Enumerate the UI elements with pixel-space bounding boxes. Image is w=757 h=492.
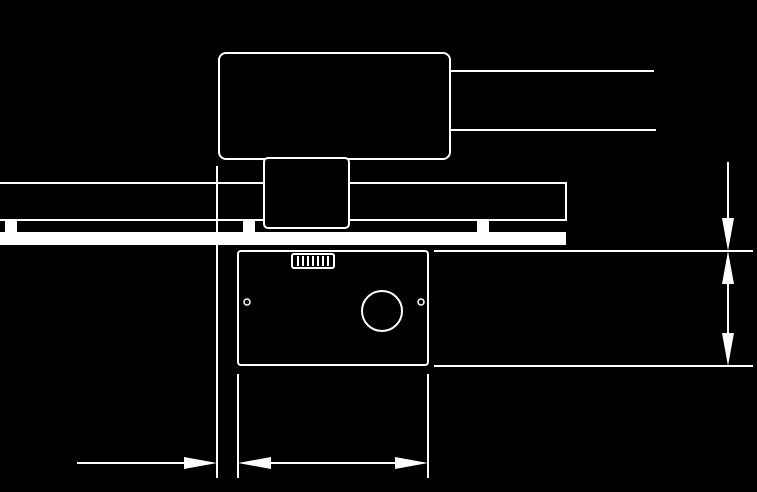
motor-housing: [218, 52, 451, 160]
dimension-arrow-right: [184, 457, 217, 469]
mounting-hole: [417, 298, 425, 306]
junction-plate: [237, 250, 429, 366]
dimension-arrow-right: [395, 457, 428, 469]
dimension-arrow-left: [238, 457, 271, 469]
round-opening: [361, 290, 403, 332]
rail-support-foot: [477, 221, 489, 232]
dimension-arrow-up: [722, 251, 734, 284]
grip-slot: [291, 253, 335, 269]
rail-support-foot: [243, 221, 255, 232]
mounting-hole: [243, 298, 251, 306]
rail-track: [0, 232, 566, 245]
dimension-arrow-down: [722, 333, 734, 366]
mounting-block: [263, 157, 350, 229]
rail-support-foot: [5, 221, 17, 232]
dimension-arrow-down: [722, 218, 734, 251]
